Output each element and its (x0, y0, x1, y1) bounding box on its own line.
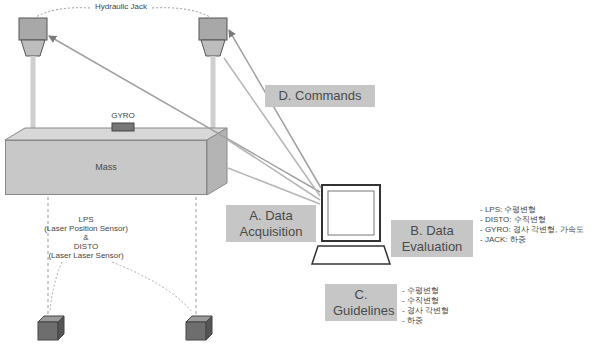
box-text: D. Commands (273, 88, 367, 104)
leader-line (50, 262, 62, 312)
hydraulic-jack (199, 18, 227, 56)
note-text: & (83, 234, 88, 243)
gyro-sensor (112, 123, 134, 131)
note-text: - DISTO: 수직변형 (480, 216, 546, 225)
rod (31, 56, 36, 130)
leader-line (112, 262, 192, 312)
note-text: - LPS: 수평변형 (480, 206, 536, 215)
note-text: DISTO (74, 243, 98, 252)
part-label: Hydraulic Jack (95, 3, 147, 12)
note-text: - 수평변형 (402, 287, 439, 296)
note-text: (Laser Laser Sensor) (48, 252, 123, 261)
step-box: D. Commands (265, 85, 375, 107)
signal-line (224, 58, 320, 196)
rod (211, 56, 216, 130)
note-text: - 하중 (402, 317, 423, 326)
signal-line (228, 140, 320, 200)
leader-line (36, 8, 90, 17)
note-text: LPS (78, 216, 93, 225)
note-text: (Laser Position Sensor) (44, 225, 128, 234)
note-text: - 경사 각변형 (402, 307, 449, 316)
signal-line (228, 168, 320, 204)
laser-beam (196, 197, 197, 314)
mass-side (207, 128, 227, 195)
box-text: Mass (14, 162, 198, 173)
hydraulic-jack (19, 18, 47, 56)
step-box: B. Data Evaluation (391, 220, 473, 257)
leader-line (152, 8, 210, 17)
box-text: A. Data Acquisition (234, 208, 308, 239)
sensor-block (186, 316, 212, 340)
laptop (312, 185, 390, 264)
note-text: - GYRO: 경사 각변형, 가속도 (480, 226, 584, 235)
laser-beam (48, 197, 49, 314)
box-text: C. Guidelines (333, 287, 389, 318)
step-box: A. Data Acquisition (226, 205, 316, 242)
box-text: B. Data Evaluation (399, 223, 465, 254)
sensor-block (38, 316, 64, 340)
signal-line (229, 30, 321, 188)
note-text: - 수직변형 (402, 297, 439, 306)
step-box: C. Guidelines (325, 284, 397, 321)
mass-box: Mass (5, 140, 207, 195)
part-label: GYRO (111, 112, 135, 121)
note-text: - JACK: 하중 (480, 236, 526, 245)
